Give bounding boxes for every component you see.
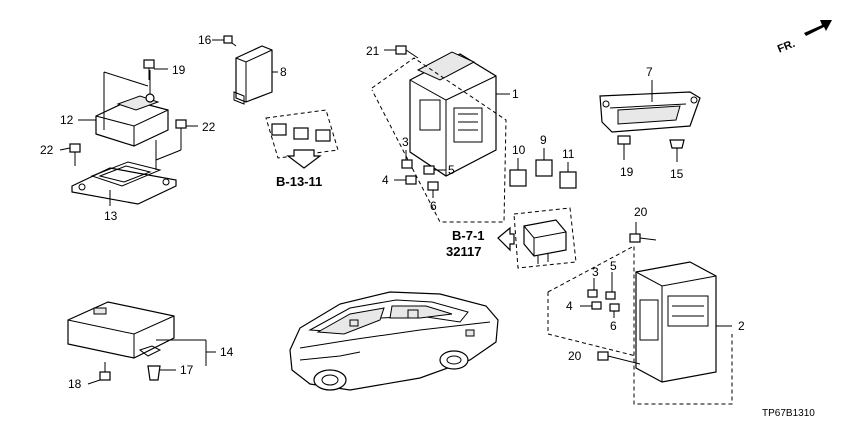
callout-13: 13 [104,209,118,223]
callout-3b: 3 [592,265,599,279]
connector-group-b7 [497,207,577,269]
part-7-module [599,80,701,133]
callout-4a: 4 [382,173,389,187]
callout-7: 7 [646,65,653,79]
bolt-19a [143,59,168,80]
front-direction-indicator: FR. [776,20,832,56]
callout-1: 1 [512,87,519,101]
part-12-module [95,70,169,147]
callout-8: 8 [280,65,287,79]
callout-22a: 22 [40,143,54,157]
part-2-dashed-outline [547,245,733,405]
front-label: FR. [776,38,797,56]
callout-4b: 4 [566,299,573,313]
callout-17: 17 [180,363,194,377]
callout-21: 21 [366,44,380,58]
clip-17 [147,365,176,381]
relay-group-b13 [265,109,339,169]
callout-18: 18 [68,377,82,391]
bolt-20-top [629,222,657,243]
left-arrow-icon [497,226,515,252]
callout-14: 14 [220,345,234,359]
callout-3a: 3 [402,135,409,149]
bolt-20-bottom [597,351,641,365]
callout-2: 2 [738,319,745,333]
callout-19b: 19 [620,165,634,179]
part-8-module [212,35,278,105]
bolt-22-right [175,119,198,150]
relay-9 [535,148,553,177]
callout-20b: 20 [568,349,582,363]
callout-16: 16 [198,33,212,47]
part-13-bracket [71,161,177,206]
ref-32117: 32117 [446,244,481,259]
callout-11: 11 [562,147,575,161]
callout-9: 9 [540,133,547,147]
fuses-lower [580,272,620,318]
callout-22b: 22 [202,120,216,134]
callout-6b: 6 [610,319,617,333]
fuses-upper [394,150,446,198]
ref-b7-1: B-7-1 [452,228,485,243]
down-arrow-icon [286,149,322,169]
bolt-22-left [69,143,81,166]
clip-15 [669,139,685,162]
callout-6a: 6 [430,199,437,213]
bolt-19b [617,135,631,160]
callout-10: 10 [512,143,526,157]
ref-b13-11: B-13-11 [276,174,322,189]
callout-5a: 5 [448,163,455,177]
callout-19a: 19 [172,63,186,77]
bolt-18 [87,362,111,385]
callout-12: 12 [60,113,74,127]
part-1-dashed-outline [371,57,507,223]
relay-11 [559,162,577,189]
callout-20a: 20 [634,205,648,219]
part-14-module [67,301,216,366]
vehicle-illustration [289,291,499,391]
callout-5b: 5 [610,259,617,273]
relay-10 [509,158,527,187]
front-arrow-icon [804,20,832,36]
part-1-fuse-box [409,51,497,177]
bolt-21 [384,45,419,59]
part-2-fuse-box [635,261,732,383]
callout-15: 15 [670,167,684,181]
drawing-code: TP67B1310 [762,408,815,419]
